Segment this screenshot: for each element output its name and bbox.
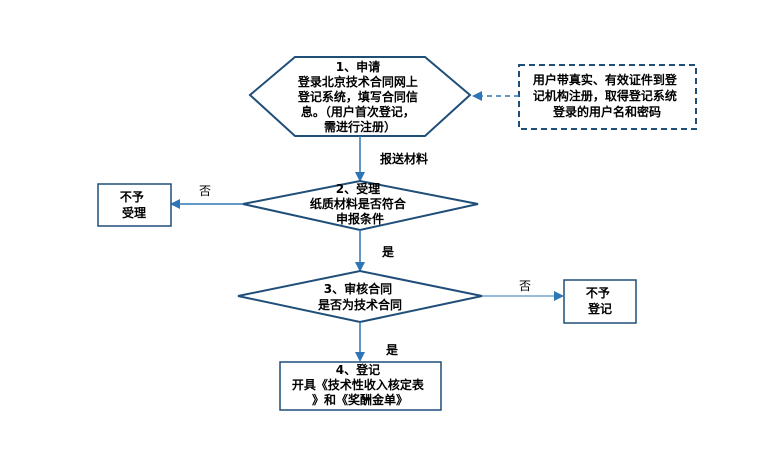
step2-accept-diamond [242,179,479,232]
note-line-2: 记机构注册，取得登记系统 [533,88,677,103]
step1-line-3: 登记系统，填写合同信 [297,89,418,104]
no-label-1: 否 [199,184,211,198]
step4-line-3: 》和《奖酬金单》 [312,392,408,407]
yes-label-2: 是 [385,343,399,357]
reject1-line-2: 受理 [122,205,146,220]
note-line-1: 用户带真实、有效证件到登 [532,72,678,87]
step2-line-1: 2、受理 [336,181,380,196]
step1-line-5: 需进行注册） [324,119,396,134]
submit-materials-label: 报送材料 [380,151,428,166]
yes-label-1: 是 [381,245,395,259]
reject2-line-1: 不予 [586,286,610,300]
step4-register-box [279,361,442,411]
step3-text: 3、审核合同 是否为技术合同 [317,281,402,312]
not-registered-box [563,279,637,324]
not-registered-text: 不予 登记 [586,286,614,316]
registration-note-text: 用户带真实、有效证件到登 记机构注册，取得登记系统 登录的用户名和密码 [532,72,681,119]
step2-line-3: 申报条件 [336,211,384,226]
step1-apply-hexagon [248,56,472,137]
reject2-line-2: 登记 [587,301,612,316]
registration-note-box [518,64,697,130]
reject1-line-1: 不予 [120,190,144,204]
not-accepted-text: 不予 受理 [120,190,148,220]
step3-line-1: 3、审核合同 [324,281,392,296]
step1-line-2: 登录北京技术合同网上 [297,74,418,89]
step4-line-2: 开具《技术性收入核定表 [292,377,425,392]
step1-text: 1、申请 登录北京技术合同网上 登记系统，填写合同信 息。（用户首次登记， 需进… [297,59,422,134]
step3-line-2: 是否为技术合同 [317,297,402,312]
step3-review-diamond [237,269,483,324]
step1-line-4: 息。（用户首次登记， [301,104,415,119]
step2-line-2: 纸质材料是否符合 [310,196,407,211]
step1-line-1: 1、申请 [336,59,380,74]
step2-text: 2、受理 纸质材料是否符合 申报条件 [310,181,410,226]
not-accepted-box [97,183,172,227]
step4-line-1: 4、登记 [336,362,380,377]
note-line-3: 登录的用户名和密码 [552,104,661,119]
step4-text: 4、登记 开具《技术性收入核定表 》和《奖酬金单》 [292,362,428,407]
no-label-2: 否 [519,279,531,293]
